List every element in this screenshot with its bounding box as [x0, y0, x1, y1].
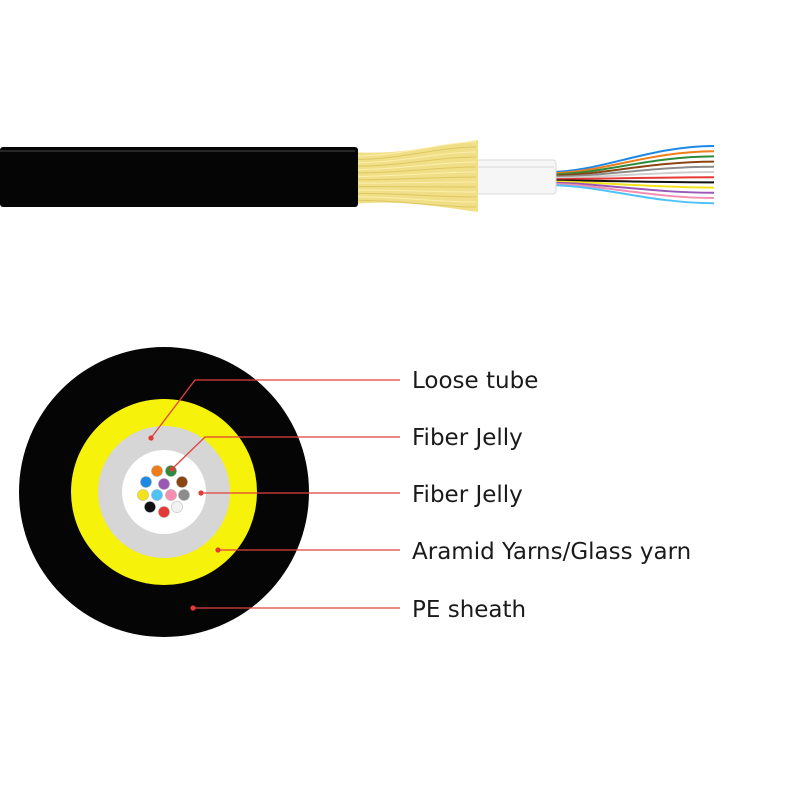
fiber-strand — [549, 184, 715, 205]
fiber-bundle — [549, 145, 715, 205]
loose-tube-segment — [475, 159, 557, 195]
callout-lines — [148, 379, 400, 611]
label-fiber-jelly-1: Fiber Jelly — [412, 425, 523, 451]
fiber-jelly-core — [122, 450, 206, 534]
callout-line-fiber-jelly-1 — [171, 436, 400, 470]
fiber-dot — [151, 489, 163, 501]
fiber-dot — [140, 476, 152, 488]
fiber-strand — [549, 176, 715, 181]
fiber-dot — [144, 501, 156, 513]
label-fiber-jelly-2: Fiber Jelly — [412, 482, 523, 508]
fiber-strand — [549, 180, 715, 189]
fiber-strand — [549, 181, 715, 194]
callout-dot — [198, 490, 204, 496]
fiber-dot — [176, 476, 188, 488]
callout-line-loose-tube — [150, 379, 400, 439]
fiber-dot — [158, 506, 170, 518]
callout-dot — [148, 435, 154, 441]
cable-side-view — [0, 140, 715, 212]
fiber-strand — [549, 150, 715, 175]
fiber-dot — [178, 489, 190, 501]
cable-cross-section — [19, 347, 309, 637]
callout-dot — [169, 466, 175, 472]
fiber-dot — [171, 501, 183, 513]
callout-labels: Loose tube Fiber Jelly Fiber Jelly Arami… — [412, 368, 691, 623]
pe-sheath-segment — [0, 147, 358, 207]
callout-dot — [215, 547, 221, 553]
fiber-strand — [549, 155, 715, 176]
label-pe-sheath: PE sheath — [412, 597, 526, 623]
fiber-strand — [549, 160, 715, 177]
label-loose-tube: Loose tube — [412, 368, 538, 394]
fiber-strand — [549, 145, 715, 173]
fiber-dot — [165, 489, 177, 501]
fiber-dot — [151, 465, 163, 477]
fiber-dot — [158, 478, 170, 490]
aramid-yarn-strands — [355, 141, 477, 208]
fiber-strand — [549, 183, 715, 199]
fiber-strand — [549, 165, 715, 178]
fiber-dot — [137, 489, 149, 501]
label-aramid-yarns: Aramid Yarns/Glass yarn — [412, 539, 691, 565]
fiber-strand — [549, 179, 715, 184]
fiber-strand — [549, 171, 715, 179]
callout-dot — [190, 605, 196, 611]
